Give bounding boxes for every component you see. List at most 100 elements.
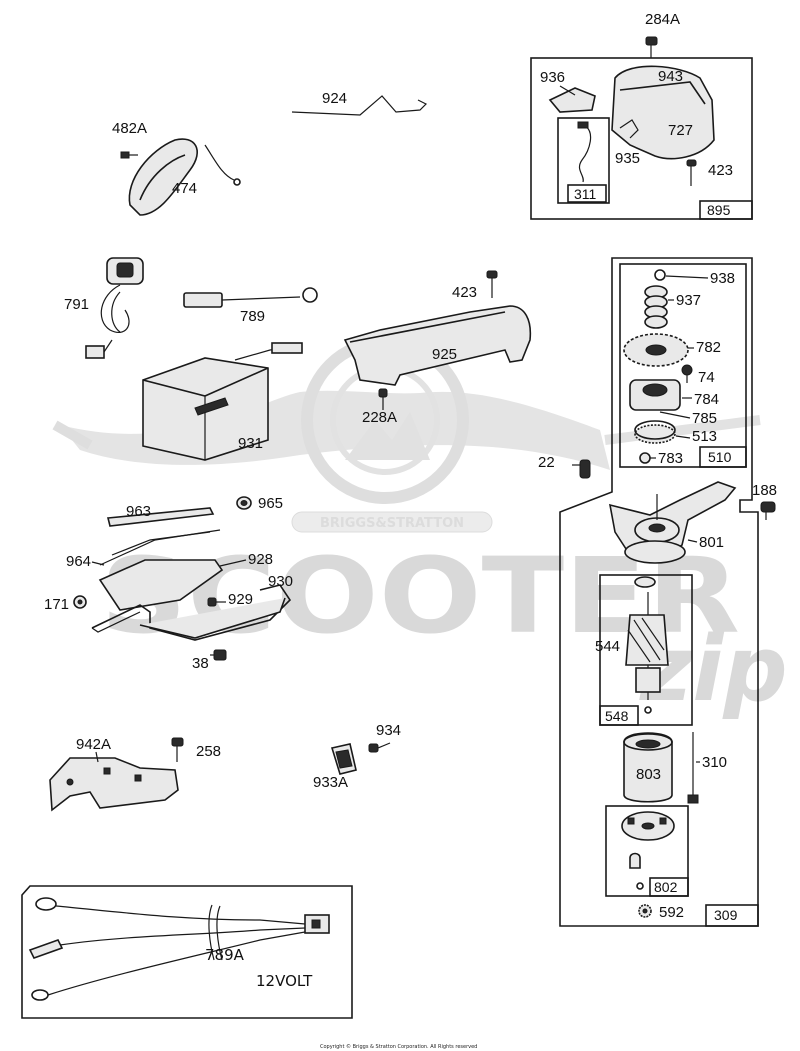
nut-783 <box>639 452 651 464</box>
bolt-310 <box>687 732 699 804</box>
label-963: 963 <box>126 503 151 520</box>
watermark-brand: BRIGGS&STRATTON <box>320 516 464 531</box>
label-309: 309 <box>714 907 738 923</box>
frame-309 <box>559 257 759 927</box>
label-38: 38 <box>192 655 209 672</box>
frame-510 <box>619 263 747 468</box>
plate-942A <box>49 757 179 812</box>
label-931: 931 <box>238 435 263 452</box>
label-513: 513 <box>692 428 717 445</box>
screw-929 <box>207 597 226 607</box>
label-box-548 <box>599 705 639 726</box>
spring-935 <box>619 119 639 139</box>
label-171: 171 <box>44 596 69 613</box>
bolt-423-mid <box>486 270 498 298</box>
label-544: 544 <box>595 638 620 655</box>
watermark-arrow-right <box>604 415 761 445</box>
wire-311 <box>578 125 592 183</box>
screw-228A <box>378 388 388 410</box>
label-789A: 789A <box>205 946 245 964</box>
label-box-510 <box>699 446 747 468</box>
assembly-510: 510 938 937 782 74 784 785 <box>619 263 747 468</box>
drive-784 <box>629 379 681 411</box>
harness-789A <box>21 885 353 1019</box>
assembly-895: 895 284A 943 727 936 311 935 423 <box>530 11 753 220</box>
harness-474: 474 482A <box>112 120 241 216</box>
label-311: 311 <box>574 186 597 202</box>
label-310: 310 <box>702 754 727 771</box>
housing-943 <box>611 65 715 160</box>
label-258: 258 <box>196 743 221 760</box>
label-925: 925 <box>432 346 457 363</box>
bolt-284A <box>645 36 658 58</box>
label-934: 934 <box>376 722 401 739</box>
label-938: 938 <box>710 270 735 287</box>
plate-936 <box>548 87 596 113</box>
brush-plate-802 <box>621 811 675 890</box>
label-727: 727 <box>668 122 693 139</box>
plate-928 <box>98 529 224 611</box>
label-942A: 942A <box>76 736 111 753</box>
screw-934 <box>368 742 391 753</box>
switch-791: 791 <box>64 257 144 359</box>
bolt-258 <box>171 737 184 762</box>
gear-782 <box>623 333 689 367</box>
label-474: 474 <box>172 180 197 197</box>
label-930: 930 <box>268 573 293 590</box>
battery-931: 931 <box>142 342 303 461</box>
clip-933A <box>330 743 357 775</box>
spring-937 <box>644 285 668 329</box>
frame-802 <box>605 805 689 897</box>
watermark-mountain <box>345 412 430 460</box>
frame-311 <box>557 117 610 204</box>
label-782: 782 <box>696 339 721 356</box>
label-924: 924 <box>322 90 347 107</box>
label-592: 592 <box>659 904 684 921</box>
bolt-423-top <box>686 159 697 186</box>
label-188: 188 <box>752 482 777 499</box>
pin-74 <box>681 364 693 383</box>
ring-938 <box>654 269 666 281</box>
label-423-top: 423 <box>708 162 733 179</box>
label-box-802 <box>649 877 689 897</box>
bracket-930 <box>91 584 292 641</box>
frame-789A <box>21 885 353 1019</box>
label-228A: 228A <box>362 409 397 426</box>
label-895: 895 <box>707 202 731 218</box>
cover-925: 925 <box>343 305 532 386</box>
label-548: 548 <box>605 708 629 724</box>
strip-963 <box>106 507 215 527</box>
label-783: 783 <box>658 450 683 467</box>
screw-188 <box>760 501 776 520</box>
frame-895 <box>530 57 753 220</box>
label-965: 965 <box>258 495 283 512</box>
label-74: 74 <box>698 369 715 386</box>
screw-482A <box>120 151 138 159</box>
watermark-arrow-left <box>52 420 93 450</box>
label-937: 937 <box>676 292 701 309</box>
label-933A: 933A <box>313 774 348 791</box>
bolt-22 <box>572 459 591 479</box>
label-box-895 <box>699 200 753 220</box>
label-935: 935 <box>615 150 640 167</box>
label-box-311 <box>567 184 607 203</box>
nut-592 <box>638 904 652 918</box>
label-284A: 284A <box>645 11 680 28</box>
grommet-965 <box>236 496 252 510</box>
label-22: 22 <box>538 454 555 471</box>
label-789: 789 <box>240 308 265 325</box>
armature-544 <box>625 576 669 714</box>
label-964: 964 <box>66 553 91 570</box>
label-803: 803 <box>636 766 661 783</box>
label-943: 943 <box>658 68 683 85</box>
copyright-notice: Copyright © Briggs & Stratton Corporatio… <box>320 1043 477 1050</box>
label-802: 802 <box>654 879 678 895</box>
label-928: 928 <box>248 551 273 568</box>
watermark-brand-bar <box>291 511 493 533</box>
nut-171 <box>73 595 87 609</box>
screw-38 <box>210 649 227 661</box>
cable-789: 789 <box>183 287 318 325</box>
housing-803 <box>623 732 673 803</box>
label-936: 936 <box>540 69 565 86</box>
